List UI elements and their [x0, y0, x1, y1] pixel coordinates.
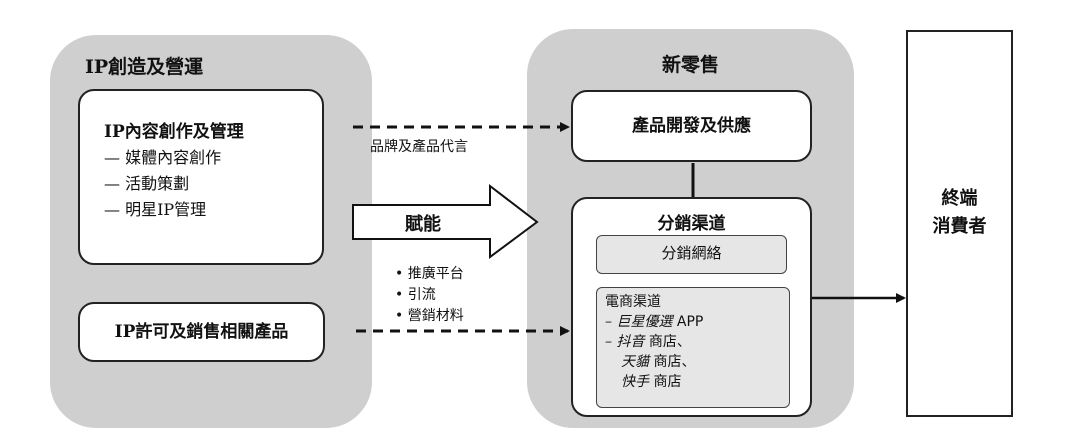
end-consumer-line2: 消費者: [932, 216, 987, 237]
bullet-text: 推廣平台: [407, 266, 464, 282]
bullet-text: 引流: [407, 287, 436, 303]
ecommerce-item: – 抖音 商店、: [605, 332, 789, 352]
ecommerce-item: – 巨星優選 APP: [605, 312, 789, 332]
enable-label: 賦能: [405, 214, 441, 235]
distribution-channel-title: 分銷渠道: [657, 214, 726, 234]
ecommerce-item-brand: – 巨星優選: [605, 314, 673, 330]
end-consumer-line1: 終端: [941, 188, 978, 209]
ecommerce-item: 快手 商店: [605, 372, 789, 392]
bullet-dot-icon: •: [395, 287, 404, 303]
ip-license-box: IP許可及銷售相關產品: [78, 302, 325, 362]
ecommerce-item-suffix: 商店、: [644, 334, 691, 350]
ecommerce-channel-box: 電商渠道 – 巨星優選 APP – 抖音 商店、 天貓 商店、 快手 商店: [596, 287, 790, 408]
bullet-item: • 推廣平台: [395, 264, 464, 285]
ecommerce-item-suffix: 商店: [649, 374, 682, 390]
ecommerce-item: 天貓 商店、: [605, 352, 789, 372]
bullet-dot-icon: •: [395, 308, 404, 324]
ecommerce-title: 電商渠道: [605, 294, 661, 310]
bullet-text: 營銷材料: [407, 308, 464, 324]
ip-content-item: — 活動策劃: [104, 174, 190, 193]
end-consumer-box: 終端 消費者: [906, 30, 1013, 417]
ip-content-heading: IP內容創作及管理: [104, 122, 244, 142]
distribution-network-label: 分銷網絡: [661, 244, 722, 262]
product-development-label: 產品開發及供應: [632, 116, 751, 136]
distribution-network-box: 分銷網絡: [596, 235, 787, 274]
ecommerce-item-brand: – 抖音: [605, 334, 645, 350]
bullet-item: • 引流: [395, 285, 464, 306]
ip-content-box: IP內容創作及管理 — 媒體內容創作 — 活動策劃 — 明星IP管理: [78, 89, 324, 265]
new-retail-title: 新零售: [661, 54, 719, 76]
bullet-dot-icon: •: [395, 266, 404, 282]
enable-bullets: • 推廣平台 • 引流 • 營銷材料: [395, 264, 464, 327]
ip-content-item: — 明星IP管理: [104, 200, 207, 219]
ecommerce-item-suffix: 商店、: [649, 354, 696, 370]
ip-creation-title: IP創造及營運: [85, 56, 204, 78]
ecommerce-item-suffix: APP: [672, 314, 704, 330]
ecommerce-item-brand: 天貓: [621, 354, 649, 370]
ip-content-item: — 媒體內容創作: [104, 148, 222, 167]
product-development-box: 產品開發及供應: [571, 90, 812, 162]
ecommerce-item-brand: 快手: [621, 374, 649, 390]
bullet-item: • 營銷材料: [395, 306, 464, 327]
ip-license-label: IP許可及銷售相關產品: [114, 322, 289, 342]
endorsement-label: 品牌及產品代言: [370, 139, 468, 155]
enable-block-arrow: [352, 183, 539, 259]
